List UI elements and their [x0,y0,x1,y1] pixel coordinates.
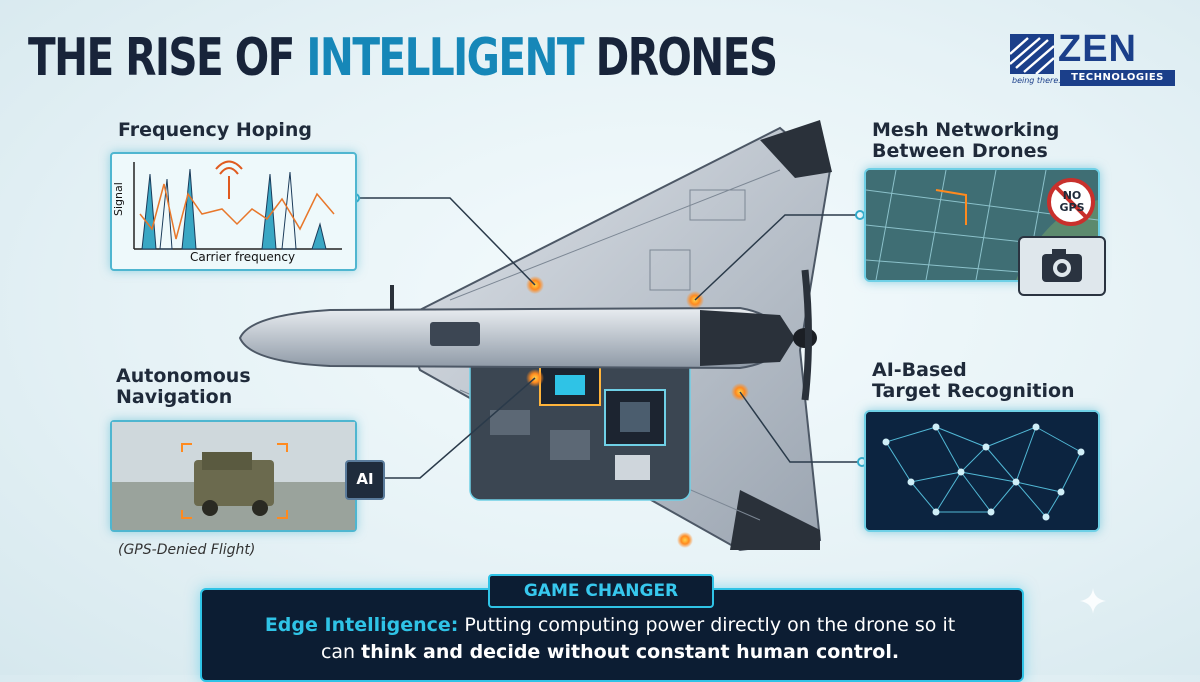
logo-subtitle: TECHNOLOGIES [1060,70,1175,86]
nav-title-line2: Navigation [116,386,233,408]
map-panel: NO GPS [864,168,1100,282]
vehicle-scene [112,422,355,530]
drone-engine [700,310,795,366]
page-title: THE RISE OF INTELLIGENT DRONES [28,28,778,88]
target-title-line2: Target Recognition [872,380,1075,402]
banner-text-line1: Putting computing power directly on the … [458,614,956,636]
sparkle-icon [1080,588,1106,614]
camera-icon [1042,249,1082,282]
title-part2: DRONES [583,28,778,88]
target-title-line1: AI-Based [872,359,967,381]
title-accent: INTELLIGENT [306,28,584,88]
propeller [801,269,812,401]
frequency-chart [133,160,342,250]
title-part1: THE RISE OF [28,28,307,88]
glow-point [677,532,693,548]
lower-wingtip [730,490,820,550]
frequency-y-label: Signal [112,182,125,216]
banner-text-line2-bold: think and decide without constant human … [361,641,900,663]
nav-title-line1: Autonomous [116,365,251,387]
banner-highlight: Edge Intelligence: [264,614,459,636]
gps-denied-note: (GPS-Denied Flight) [118,542,256,558]
ai-chip-icon: AI [345,460,385,500]
zen-logo: ZEN TECHNOLOGIES being there... [1010,28,1180,92]
zen-logo-icon [1010,34,1054,74]
mesh-title-line2: Between Drones [872,140,1048,162]
fuselage-hatch [430,322,480,346]
frequency-x-label: Carrier frequency [190,250,296,264]
upper-wingtip [760,120,832,178]
logo-tagline: being there... [1012,76,1066,85]
frequency-hopping-title: Frequency Hoping [118,119,313,141]
banner-text-line2-pre: can [320,641,362,663]
mesh-network-panel [864,410,1100,532]
frequency-hopping-panel: Signal Carrier frequency [110,152,357,271]
no-gps-badge: NO GPS [1059,189,1085,214]
game-changer-tag: GAME CHANGER [488,574,714,608]
banner-text: Edge Intelligence: Putting computing pow… [215,612,1005,666]
navigation-panel [110,420,357,532]
camera-panel [1018,236,1106,296]
mesh-network-graphic [866,412,1098,530]
logo-name: ZEN [1058,28,1137,70]
mesh-title-line1: Mesh Networking [872,119,1060,141]
